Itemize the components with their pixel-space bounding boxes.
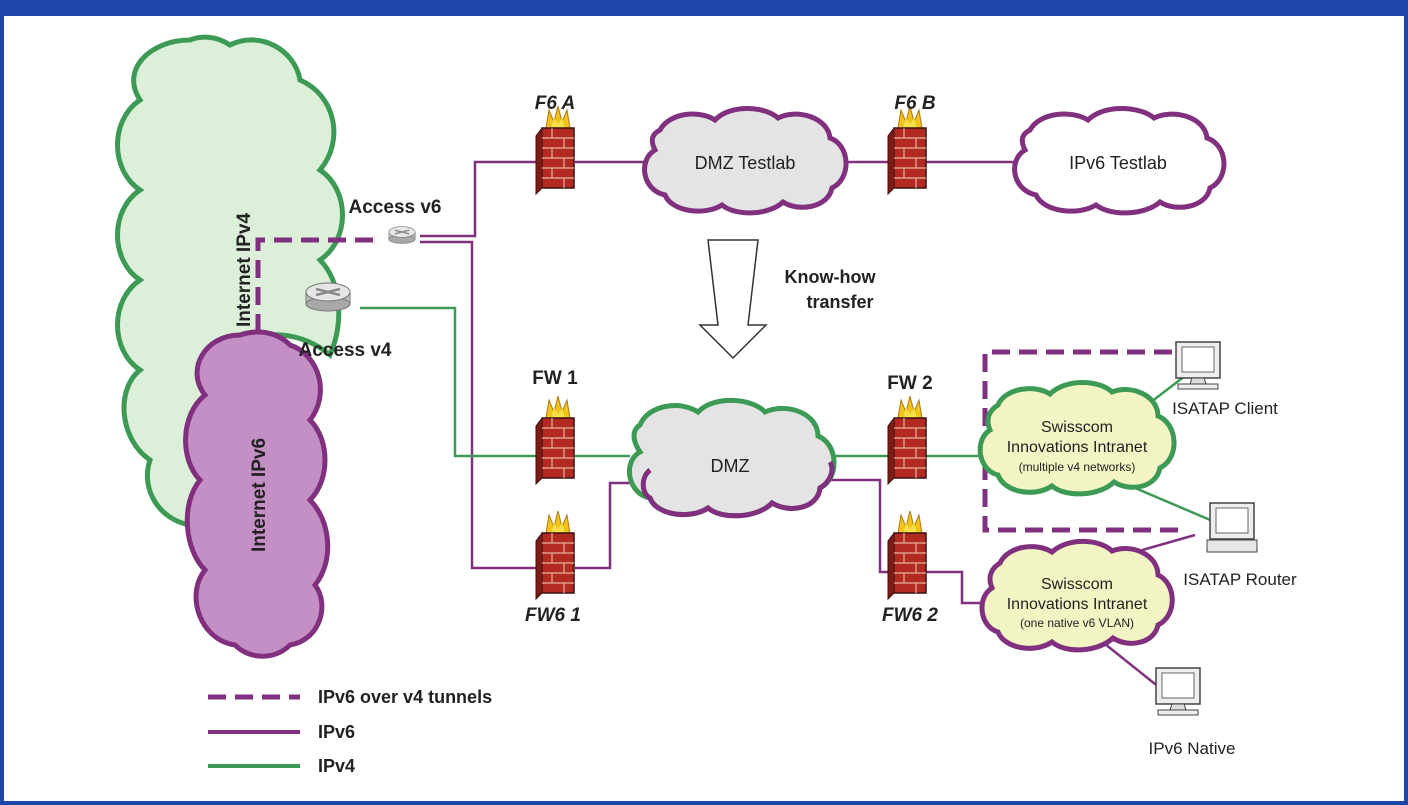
fw2-label: FW 2 (887, 373, 932, 394)
dmz-testlab-label: DMZ Testlab (695, 153, 796, 173)
ipv4-line-intranet-router (1134, 486, 1216, 524)
fw1-label: FW 1 (532, 368, 578, 389)
access-v4-label: Access v4 (299, 340, 392, 361)
ipv6-native-label: IPv6 Native (1149, 739, 1236, 758)
dmz-label: DMZ (711, 456, 750, 476)
fw61-label: FW6 1 (525, 605, 581, 626)
f6b-firewall-icon (887, 105, 927, 195)
intranet-v4-line3: (multiple v4 networks) (1019, 460, 1136, 474)
ipv6-native-pc-icon (1155, 667, 1201, 716)
isatap-router-label: ISATAP Router (1183, 570, 1297, 589)
fw61-firewall-icon (535, 510, 575, 600)
intranet-v4-cloud (977, 380, 1177, 497)
ipv6-testlab-cloud (1012, 106, 1227, 216)
fw1-firewall-icon (535, 395, 575, 485)
ipv6-line-access-fw61 (420, 240, 540, 570)
internet-ipv4-label: Internet IPv4 (234, 213, 255, 327)
isatap-client-label: ISATAP Client (1172, 399, 1278, 418)
dmz-testlab-cloud (642, 106, 849, 216)
ipv6-line-fw62-intranet (925, 570, 990, 605)
legend-ipv6-label: IPv6 (318, 722, 355, 742)
access-v6-router-icon (388, 225, 416, 245)
access-v6-label: Access v6 (349, 197, 442, 218)
fw2-firewall-icon (887, 395, 927, 485)
legend-ipv4-label: IPv4 (318, 756, 355, 776)
intranet-v6-line3: (one native v6 VLAN) (1020, 616, 1134, 630)
frame-top-bar (2, 2, 1406, 16)
ipv6-testlab-label: IPv6 Testlab (1069, 153, 1167, 173)
tunnel-line-internet (255, 237, 380, 332)
ipv4-line-access-fw1 (360, 306, 540, 458)
f6a-firewall-icon (535, 105, 575, 195)
intranet-v4-line2: Innovations Intranet (1007, 439, 1148, 456)
dmz-cloud-v6-outline (640, 460, 835, 519)
f6b-label: F6 B (894, 93, 935, 114)
intranet-v6-line1: Swisscom (1041, 576, 1113, 593)
access-v4-router-icon (304, 281, 352, 313)
internet-ipv6-label: Internet IPv6 (249, 438, 270, 552)
intranet-v6-line2: Innovations Intranet (1007, 596, 1148, 613)
intranet-v6-cloud (979, 538, 1175, 653)
fw62-label: FW6 2 (882, 605, 938, 626)
legend-tunnel-label: IPv6 over v4 tunnels (318, 687, 492, 707)
knowhow-line1: Know-how (785, 267, 877, 287)
isatap-router-pc-icon (1206, 502, 1258, 553)
fw62-firewall-icon (887, 510, 927, 600)
internet-ipv6-cloud (183, 329, 331, 659)
ipv6-line-access-f6a (420, 160, 560, 238)
knowhow-arrow (698, 239, 768, 360)
isatap-client-pc-icon (1175, 341, 1221, 390)
knowhow-line2: transfer (806, 292, 873, 312)
intranet-v4-line1: Swisscom (1041, 419, 1113, 436)
f6a-label: F6 A (535, 93, 575, 114)
legend: IPv6 over v4 tunnels IPv6 IPv4 (208, 687, 492, 776)
ipv6-line-intranetv6-native (1099, 639, 1161, 689)
